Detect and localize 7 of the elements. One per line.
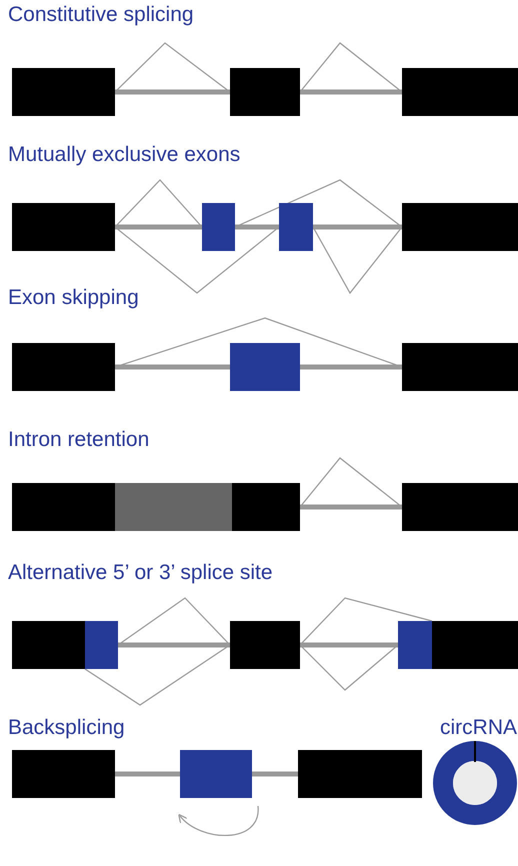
panel-heading: Alternative 5’ or 3’ splice site: [8, 561, 273, 585]
panel-heading: Exon skipping: [8, 286, 139, 310]
panel-heading: Constitutive splicing: [8, 3, 194, 27]
circrna-label: circRNA: [440, 716, 517, 740]
panel-heading: Mutually exclusive exons: [8, 143, 240, 167]
panel-heading: Backsplicing: [8, 716, 125, 740]
panel-heading: Intron retention: [8, 428, 150, 452]
